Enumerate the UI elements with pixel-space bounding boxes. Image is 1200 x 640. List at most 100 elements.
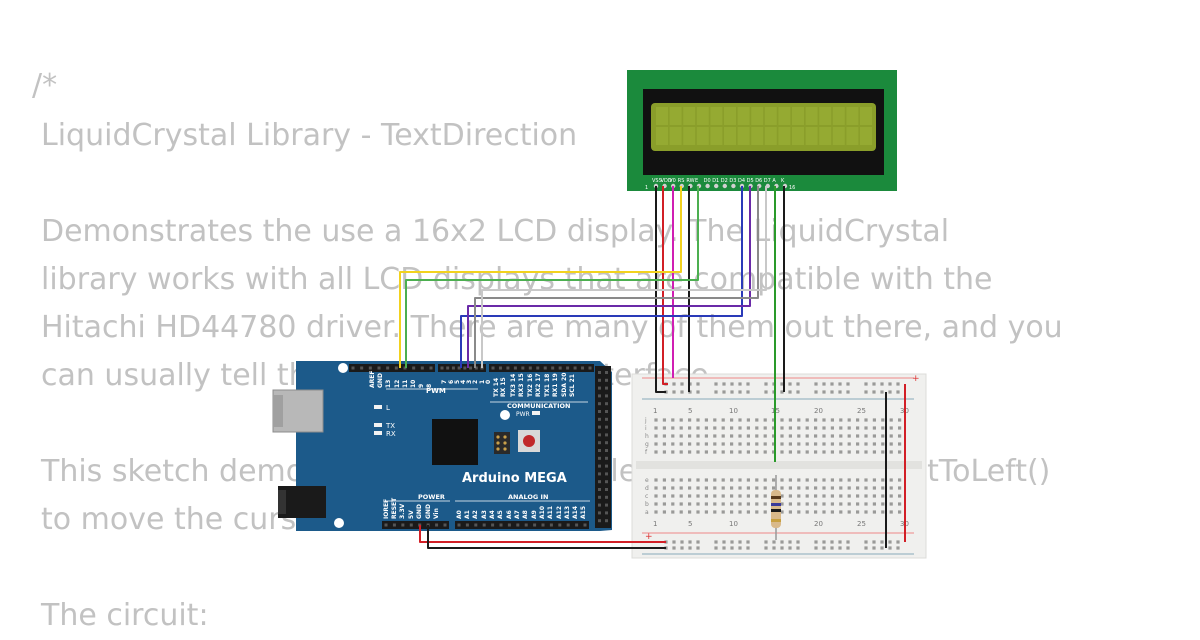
breadboard-hole (822, 382, 826, 386)
breadboard-hole (704, 494, 708, 498)
breadboard-hole (788, 540, 792, 544)
breadboard-hole (721, 494, 725, 498)
breadboard-hole (679, 486, 683, 490)
breadboard-hole (662, 486, 666, 490)
pin-hole (581, 366, 585, 370)
breadboard-hole (814, 442, 818, 446)
breadboard-hole (688, 540, 692, 544)
breadboard-hole (788, 450, 792, 454)
pin-label: 5 (454, 380, 461, 384)
breadboard-hole (671, 510, 675, 514)
breadboard-hole (671, 442, 675, 446)
pin-label: 2 (472, 380, 479, 384)
reset-button-cap[interactable] (523, 435, 535, 447)
breadboard-hole (898, 418, 902, 422)
pin-label: RX1 19 (552, 373, 559, 397)
breadboard-hole (814, 478, 818, 482)
pin-hole (491, 523, 495, 527)
breadboard-hole (764, 546, 768, 550)
breadboard-hole (780, 382, 784, 386)
lcd-char-cell (669, 127, 682, 145)
breadboard-hole (738, 426, 742, 430)
breadboard-hole (856, 450, 860, 454)
breadboard-hole (888, 382, 892, 386)
breadboard-hole (797, 418, 801, 422)
breadboard-hole (713, 442, 717, 446)
breadboard-hole (898, 478, 902, 482)
breadboard-hole (696, 434, 700, 438)
breadboard-hole (696, 494, 700, 498)
atmega-chip (432, 419, 478, 465)
analog-header (455, 521, 589, 529)
breadboard-hole (814, 426, 818, 430)
breadboard-hole (864, 450, 868, 454)
pin-hole (605, 456, 608, 460)
breadboard-hole (738, 382, 742, 386)
icsp-header (494, 432, 510, 454)
wire-e-pin11 (405, 186, 699, 368)
breadboard-hole (780, 546, 784, 550)
breadboard-hole (788, 478, 792, 482)
breadboard-hole (721, 418, 725, 422)
pin-hole (465, 523, 469, 527)
breadboard-hole (755, 418, 759, 422)
breadboard-hole (881, 494, 885, 498)
breadboard-hole (679, 494, 683, 498)
breadboard-hole (839, 502, 843, 506)
breadboard-hole (755, 502, 759, 506)
pin-hole (457, 523, 461, 527)
mounting-hole (500, 410, 510, 420)
breadboard-hole (688, 486, 692, 490)
breadboard-hole (888, 540, 892, 544)
breadboard-hole (881, 510, 885, 514)
breadboard-hole (805, 442, 809, 446)
breadboard-hole (788, 502, 792, 506)
breadboard-hole (788, 546, 792, 550)
breadboard-hole (730, 450, 734, 454)
breadboard-hole (713, 426, 717, 430)
breadboard-hole (764, 382, 768, 386)
lcd-pin-label: RS (678, 178, 685, 184)
breadboard-hole (763, 486, 767, 490)
pin-hole (409, 523, 413, 527)
breadboard-hole (671, 486, 675, 490)
breadboard-hole (872, 478, 876, 482)
digital-double-header (595, 366, 611, 528)
breadboard-hole (746, 450, 750, 454)
pin-hole (351, 366, 355, 370)
breadboard-hole (822, 418, 826, 422)
breadboard-hole (888, 546, 892, 550)
breadboard-hole (746, 418, 750, 422)
breadboard-hole (688, 418, 692, 422)
breadboard-hole (864, 486, 868, 490)
breadboard-hole (722, 390, 726, 394)
breadboard-hole (713, 418, 717, 422)
pin-hole (549, 523, 553, 527)
col-number: 10 (729, 520, 738, 528)
breadboard-hole (746, 390, 750, 394)
breadboard-hole (662, 450, 666, 454)
breadboard-hole (746, 434, 750, 438)
power-label: POWER (418, 493, 445, 501)
breadboard-hole (763, 478, 767, 482)
pin-hole (598, 402, 601, 406)
breadboard-hole (822, 486, 826, 490)
pin-label: 6 (448, 380, 455, 384)
pin-hole (541, 523, 545, 527)
breadboard-hole (780, 486, 784, 490)
breadboard-hole (722, 382, 726, 386)
communication-label: COMMUNICATION (507, 402, 570, 410)
breadboard-hole (880, 540, 884, 544)
pin-hole (598, 378, 601, 382)
breadboard-hole (856, 478, 860, 482)
lcd-char-cell (669, 107, 682, 125)
breadboard-hole (830, 442, 834, 446)
lcd-char-cell (860, 127, 872, 145)
breadboard-hole (847, 494, 851, 498)
lcd-char-cell (724, 107, 736, 125)
breadboard-hole (872, 450, 876, 454)
breadboard-hole (872, 418, 876, 422)
breadboard-hole (746, 546, 750, 550)
lcd-char-cell (792, 107, 804, 125)
power-jack-inner (278, 490, 286, 514)
